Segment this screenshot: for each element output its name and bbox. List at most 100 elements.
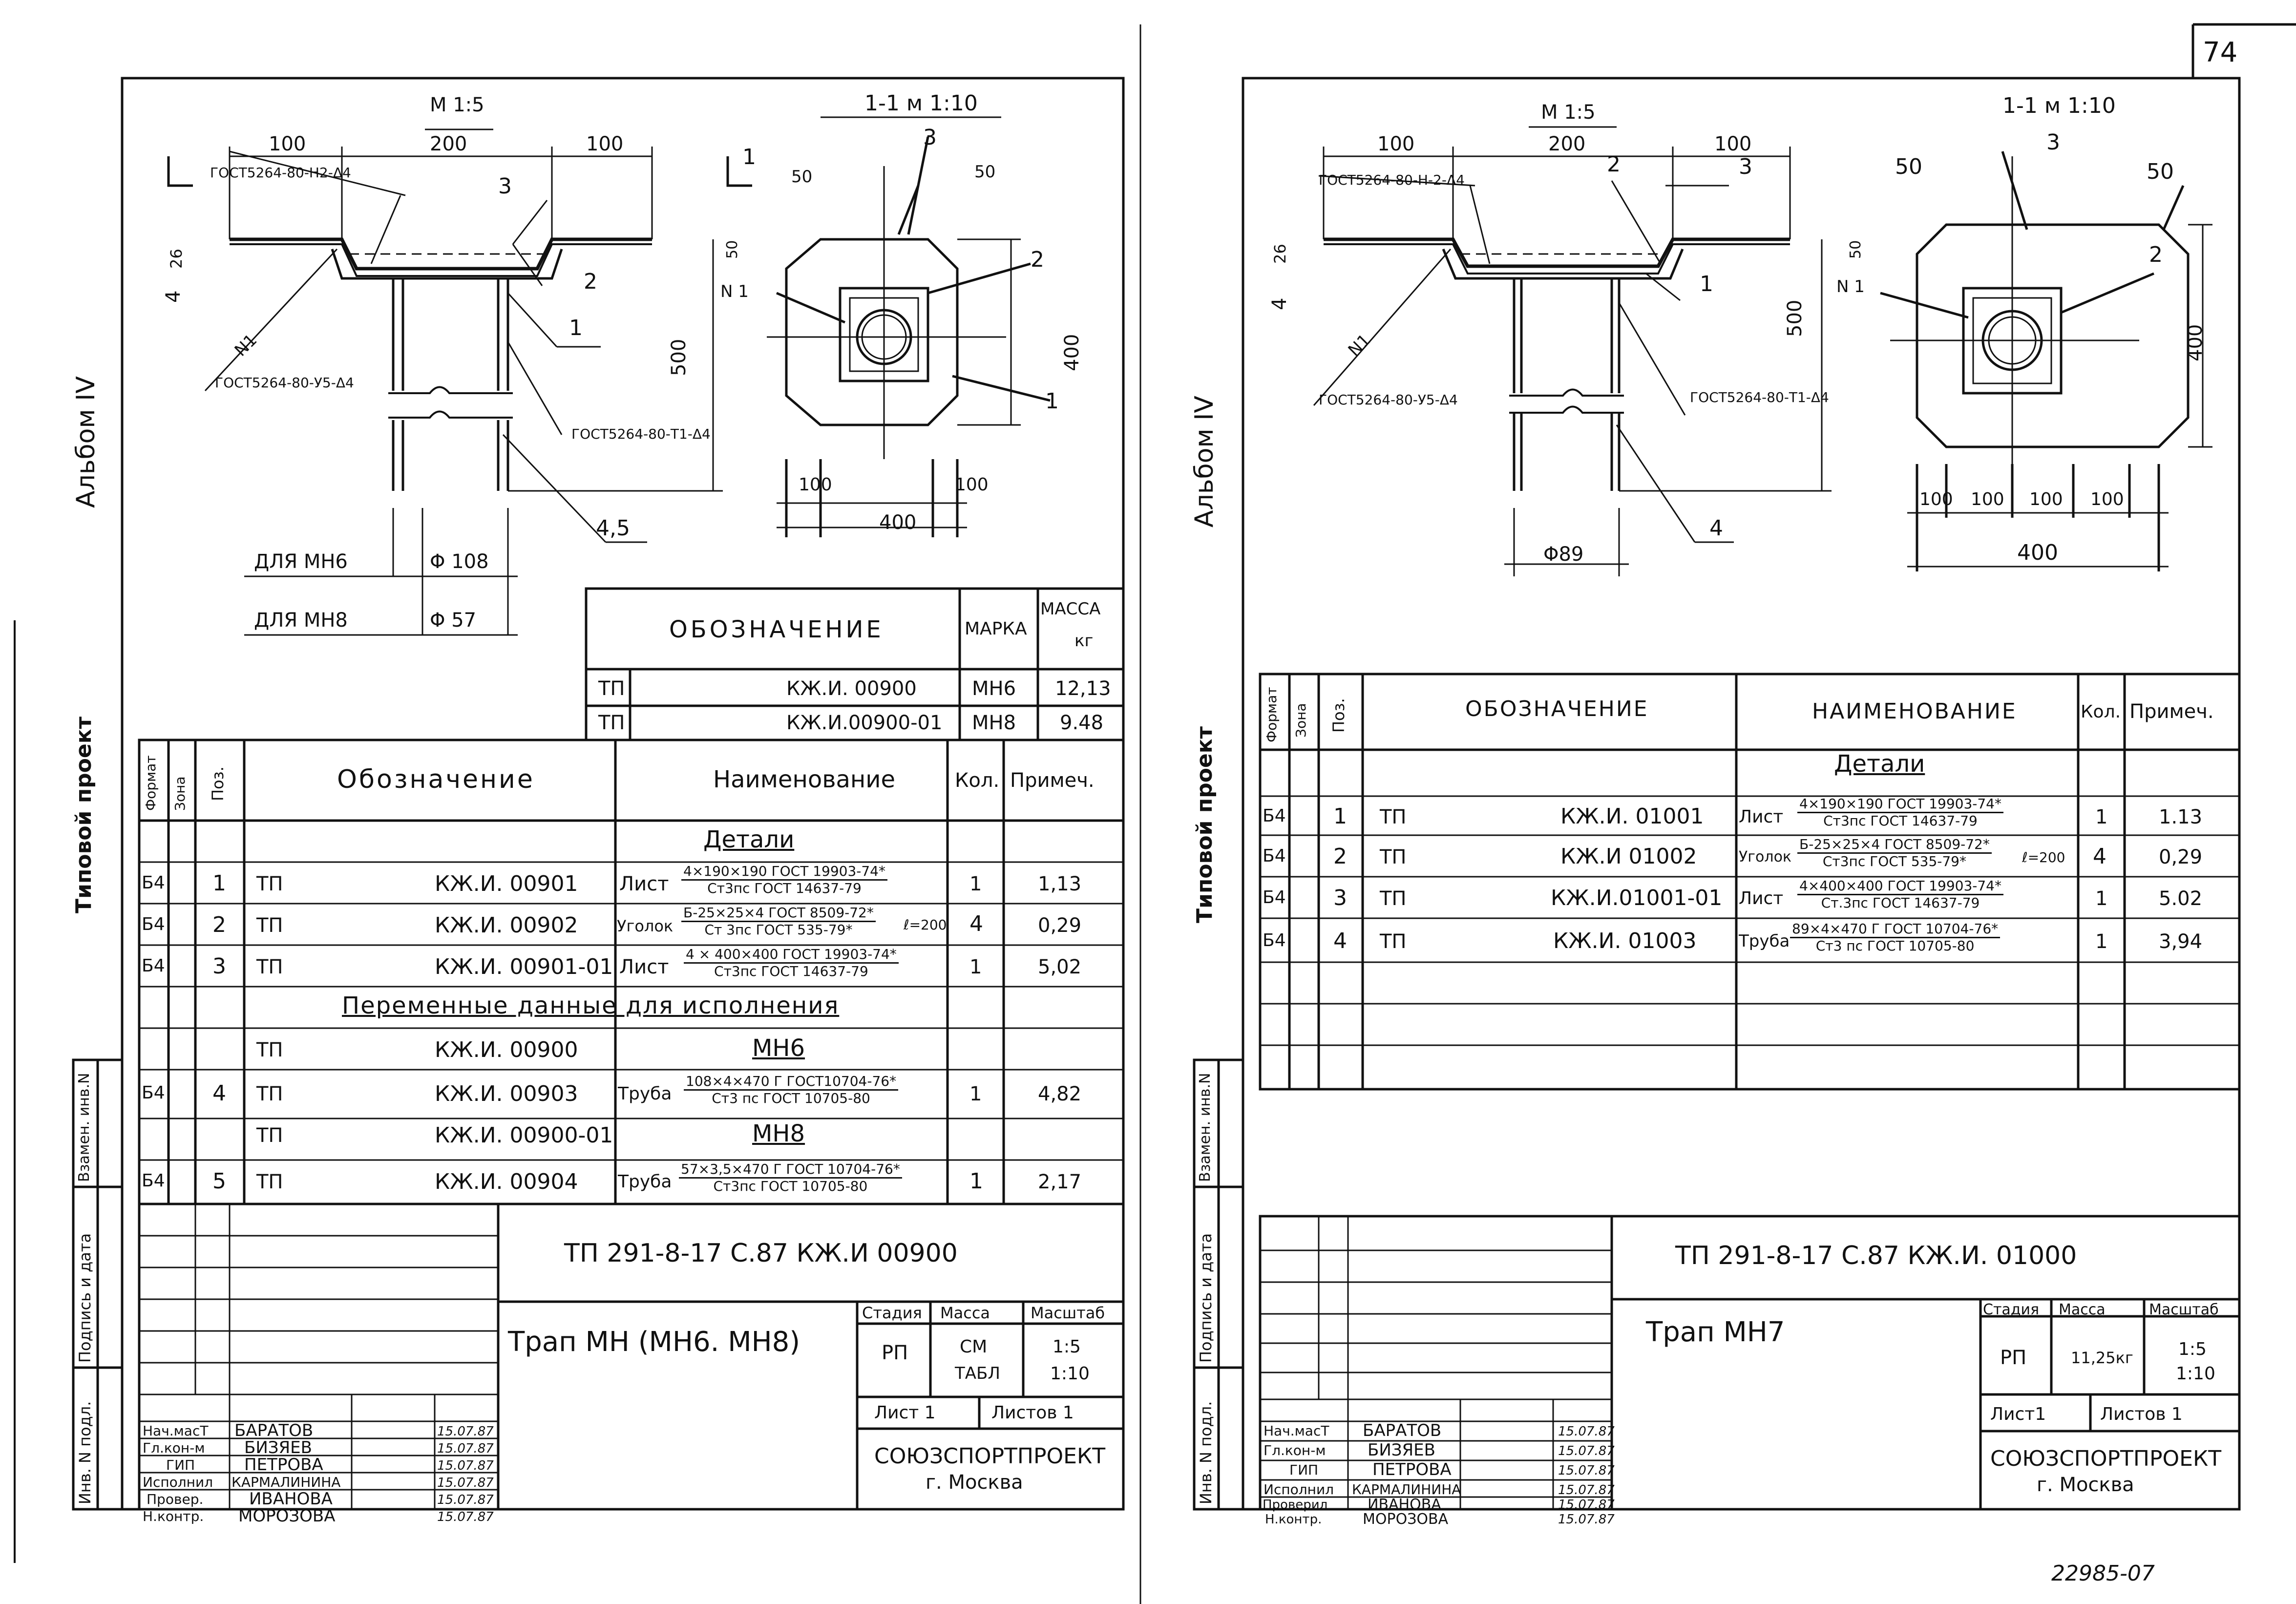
plan-scale: М 1:5 [1541,101,1596,124]
callout-pos: 1 [1700,272,1713,296]
sign-date: 15.07.87 [437,1476,494,1490]
cell-tp: ТП [256,956,283,978]
sign-date: 15.07.87 [437,1493,494,1507]
material-grade: Ст 3пс ГОСТ 535-79* [704,922,853,938]
signer-role: Нач.масТ [143,1423,209,1439]
dim: 100 [1919,489,1953,509]
pipe-diameter: Φ 108 [430,550,489,573]
section-label: 1-1 м 1:10 [864,91,978,116]
material-grade: Ст3 пс ГОСТ 10705-80 [712,1090,870,1106]
cell-tp: ТП [1380,930,1407,953]
spec-header-zone: Зона [1293,703,1309,738]
stamp-header-scale: Масштаб [2149,1301,2219,1318]
material-profile: Б-25×25×4 ГОСТ 8509-72* [1797,838,1992,854]
pipe-variant-label: ДЛЯ МН8 [254,609,348,632]
dim: 50 [791,167,813,187]
cell-pos: 2 [212,912,226,937]
cell-code: КЖ.И. 00900-01 [435,1123,613,1148]
signer-name: БАРАТОВ [1363,1421,1442,1440]
cell-qty: 4 [2093,844,2106,869]
signer-name: МОРОЗОВА [238,1506,336,1526]
cell-format: Б4 [1263,806,1286,826]
signer-role: Н.контр. [143,1508,204,1524]
pipe-diameter: Φ 57 [430,609,477,632]
plan-scale: М 1:5 [430,94,484,116]
cell-code: КЖ.И.01001-01 [1551,886,1723,910]
dim: 100 [1714,133,1752,155]
cell-qty: 1 [2095,930,2108,953]
sign-date: 15.07.87 [1558,1483,1615,1498]
spec-section-title: Детали [1834,750,1925,778]
dim: 100 [586,133,624,155]
stamp-header-stage: Стадия [1983,1301,2040,1318]
cell-qty: 1 [2095,806,2108,828]
cell-note: 3,94 [2159,930,2203,953]
cell-tp: ТП [1380,806,1407,828]
stamp-sheet: Лист1 [1990,1404,2046,1424]
sign-date: 15.07.87 [1558,1424,1615,1439]
sign-date: 15.07.87 [437,1458,494,1473]
weld-note: ГОСТ5264-80-Т1-Δ4 [571,426,711,442]
organization-name: СОЮЗСПОРТПРОЕКТ [1990,1446,2222,1471]
stamp-scale: 1:5 [1053,1337,1081,1357]
callout-pos: 3 [498,174,512,199]
signer-name: КАРМАЛИНИНА [1352,1481,1461,1498]
cell-tp: ТП [256,1039,283,1061]
cell-length: ℓ=200 [904,917,947,933]
cell-name: Уголок [617,917,674,935]
weld-note: ГОСТ5264-80-Т1-Δ4 [1690,389,1829,405]
signer-role: Гл.кон-м [1264,1442,1326,1458]
material-profile: 108×4×470 Г ГОСТ10704-76* [684,1075,899,1091]
cell-material: 108×4×470 Г ГОСТ10704-76*Ст3 пс ГОСТ 107… [684,1075,899,1106]
marks-header-designation: ОБОЗНАЧЕНИЕ [669,616,884,643]
dim: 100 [955,475,989,495]
dim: 500 [668,338,690,376]
cell-name: Лист [619,873,669,895]
project-type-label: Типовой проект [1192,726,1217,923]
cell-length: ℓ=200 [2022,849,2065,865]
project-type-label: Типовой проект [71,716,96,913]
stamp-stage: РП [882,1342,908,1364]
cell-tp: ТП [1380,846,1407,868]
cell-format: Б4 [142,873,165,893]
stamp-mass: СМ [960,1337,988,1357]
cell-code: КЖ.И.00900-01 [786,712,943,734]
sign-date: 15.07.87 [1558,1444,1615,1458]
material-grade: Ст3 пс ГОСТ 10705-80 [1815,938,1975,954]
signer-role: Исполнил [143,1474,213,1490]
cell-qty: 1 [969,956,982,978]
cell-pos: 4 [1333,929,1347,953]
cell-tp: ТП [256,914,283,937]
material-grade: Ст3пс ГОСТ 14637-79 [714,963,868,979]
stamp-mass: ТАБЛ [955,1364,1000,1383]
marks-header-mark: МАРКА [965,619,1027,639]
cell-pos: 3 [212,954,226,979]
dim: 50 [724,240,741,259]
cell-format: Б4 [1263,887,1286,908]
document-code: ТП 291-8-17 С.87 КЖ.И 00900 [564,1239,958,1268]
cell-code: КЖ.И. 01003 [1553,929,1697,953]
spec-header-qty: Кол. [955,769,1000,792]
cell-tp: ТП [1380,887,1407,910]
signer-role: Гл.кон-м [143,1440,205,1456]
cell-name: Лист [619,956,669,978]
cell-pos: 5 [212,1169,226,1194]
cell-material: 4×400×400 ГОСТ 19903-74*Ст.3пс ГОСТ 1463… [1797,879,2003,910]
material-grade: Ст3пс ГОСТ 14637-79 [707,880,862,896]
material-grade: Ст3пс ГОСТ 535-79* [1822,853,1966,869]
cell-qty: 1 [969,1169,983,1194]
spec-header-pos: Поз. [209,766,227,801]
cell-note: 0,29 [1038,914,1082,937]
dim: 500 [1784,299,1806,337]
stamp-scale: 1:5 [2178,1339,2207,1359]
callout-pos: 2 [584,269,597,294]
spec-header-designation: Обозначение [337,765,535,794]
callout-label: N 1 [1836,277,1865,296]
material-profile: 89×4×470 Г ГОСТ 10704-76* [1790,922,2001,938]
callout-pos: 2 [1031,247,1044,272]
callout-pos: 3 [1739,154,1752,179]
cell-mark: МН6 [972,677,1016,700]
cell-tp: ТП [256,1124,283,1147]
cell-tp: ТП [256,1083,283,1105]
sign-date: 15.07.87 [437,1441,494,1456]
